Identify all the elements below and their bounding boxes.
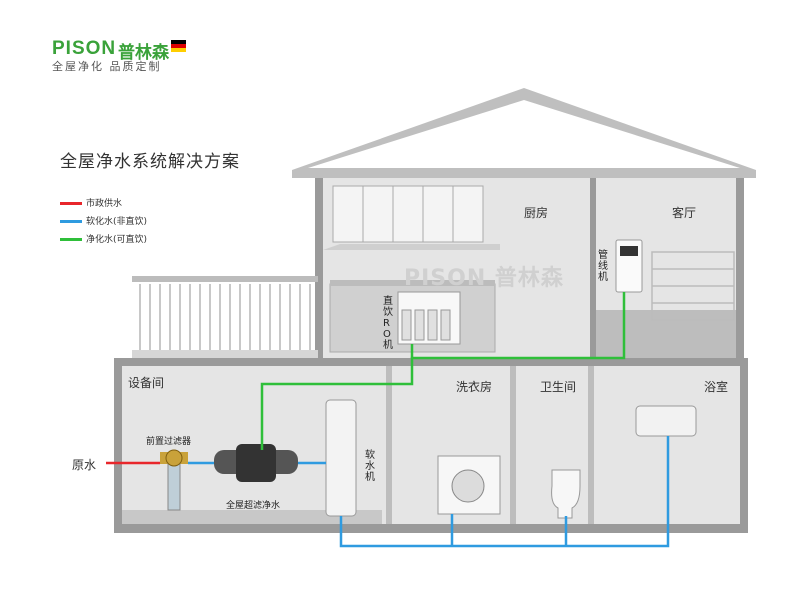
legend-swatch <box>60 238 82 241</box>
toilet <box>551 469 581 519</box>
brand-logo: PISON <box>52 38 117 59</box>
kitchen-wall-cabinets <box>332 185 484 243</box>
prefilter-label: 前置过滤器 <box>146 437 192 447</box>
brand-watermark: PISON 普林森 <box>404 266 564 291</box>
roof-inner <box>308 100 740 168</box>
room-label-kitchen: 厨房 <box>524 206 549 220</box>
ro-label: 直饮RO机 <box>383 296 393 351</box>
softener-label: 软水机 <box>365 450 375 483</box>
room-label-equipment: 设备间 <box>128 376 165 390</box>
legend-item-soft: 软化水(非直饮) <box>60 214 147 227</box>
brand-name: 普林森 <box>118 43 169 63</box>
pipe-purified <box>260 292 626 450</box>
pipe-soft <box>188 436 670 548</box>
room-label-toilet: 卫生间 <box>540 380 577 394</box>
water-heater <box>635 405 697 437</box>
german-flag-icon <box>171 40 186 52</box>
page-title: 全屋净水系统解决方案 <box>60 152 240 172</box>
softener-unit <box>325 399 357 517</box>
room-label-bathroom: 浴室 <box>704 380 729 394</box>
prefilter-unit <box>160 449 188 511</box>
pipeline-label: 管线机 <box>598 250 608 283</box>
raw-water-label: 原水 <box>72 458 97 472</box>
living-shelf <box>651 251 735 321</box>
legend-swatch <box>60 220 82 223</box>
lower-floor <box>120 360 740 525</box>
legend-item-municipal: 市政供水 <box>60 196 122 209</box>
room-label-living: 客厅 <box>672 206 697 220</box>
balcony-rail <box>132 276 318 282</box>
legend-label: 净化水(可直饮) <box>86 235 148 245</box>
ultrafilter-label: 全屋超滤净水 <box>226 501 281 511</box>
legend-item-purified: 净化水(可直饮) <box>60 232 147 245</box>
legend-swatch <box>60 202 82 205</box>
ultrafilter-unit <box>214 444 298 482</box>
legend-label: 软化水(非直饮) <box>86 217 148 227</box>
ro-unit <box>397 291 461 345</box>
legend-label: 市政供水 <box>86 199 123 209</box>
room-label-laundry: 洗衣房 <box>456 380 493 394</box>
brand-slogan: 全屋净化 品质定制 <box>52 60 162 73</box>
